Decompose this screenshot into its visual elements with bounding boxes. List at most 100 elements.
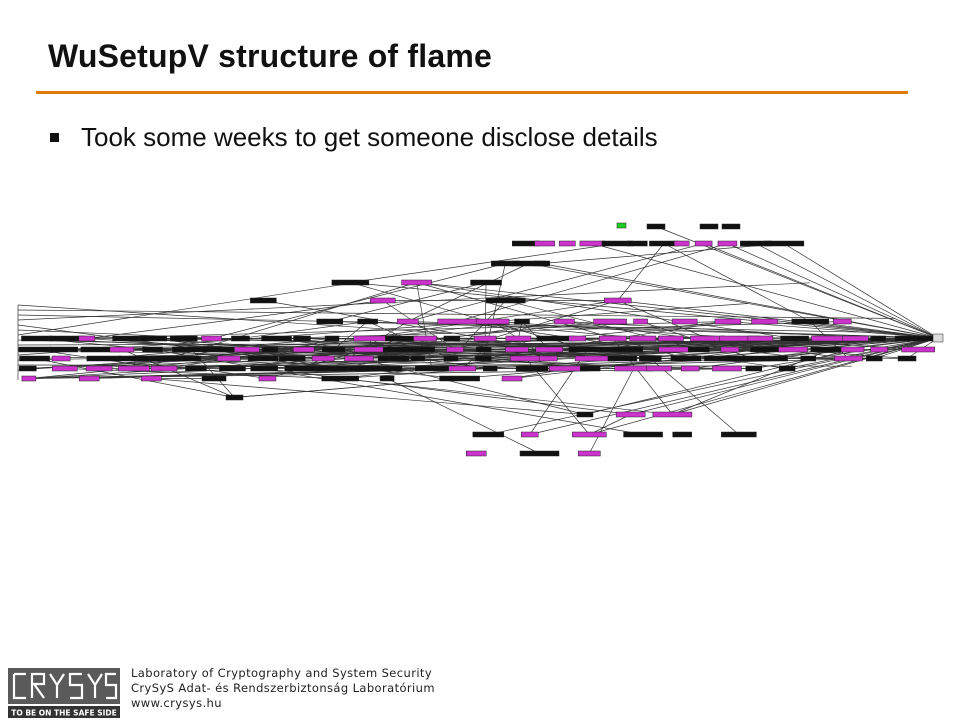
graph-node [117,355,154,362]
graph-node [535,346,563,353]
graph-node [316,318,344,325]
graph-edge [416,282,939,339]
graph-hub-node [932,333,944,343]
graph-node [139,335,168,342]
graph-node [258,375,277,382]
graph-edge [521,321,550,350]
graph-node [324,335,340,342]
graph-node [331,279,370,286]
graph-node [633,318,648,325]
graph-node [554,318,575,325]
graph-node [142,346,163,353]
graph-root-node [616,222,627,229]
graph-node [141,375,162,382]
graph-edge [672,337,939,415]
graph-node [763,240,805,247]
graph-edge [350,243,618,283]
call-graph-figure [17,222,944,457]
graph-node [501,375,523,382]
graph-edge [617,300,939,339]
graph-node [85,365,113,372]
graph-node [150,365,178,372]
graph-node [652,411,693,418]
graph-edge [301,337,939,369]
graph-node [870,335,886,342]
graph-node [673,240,690,247]
graph-node [380,365,403,372]
graph-node [284,365,320,372]
graph-node [751,318,778,325]
graph-edge [195,368,268,379]
graph-edge [240,321,368,339]
graph-node [470,279,502,286]
graph-edge [810,321,939,339]
graph-node [670,355,702,362]
graph-edge [391,337,939,369]
graph-node [19,355,50,362]
graph-edge [541,243,784,264]
graph-edge [457,243,728,322]
graph-node [315,365,349,372]
graph-node [21,335,53,342]
graph-edge [211,263,506,339]
graph-node [170,335,198,342]
graph-node [578,450,601,457]
graph-node [894,335,936,342]
graph-node [680,365,700,372]
graph-node [200,346,238,353]
graph-edge [153,338,418,359]
graph-edge [386,378,540,454]
graph-node [217,355,241,362]
graph-node [321,375,359,382]
graph-node [413,335,437,342]
graph-edge [416,282,795,339]
graph-node [18,346,51,353]
graph-edge [783,243,939,339]
graph-node [629,335,657,342]
slide-title: WuSetupV structure of flame [48,38,492,74]
graph-node [439,375,480,382]
crysys-logo: TO BE ON THE SAFE SIDE [8,668,120,718]
graph-node [572,431,607,438]
graph-edge [589,414,631,435]
graph-edge [589,368,635,454]
graph-node [510,355,542,362]
graph-node [231,335,250,342]
graph-edge [329,321,939,339]
graph-edge [416,282,687,359]
graph-node [219,365,246,372]
graph-node [348,365,383,372]
graph-edge [17,309,895,319]
graph-node [397,318,419,325]
graph-node [579,365,601,372]
graph-node [443,335,461,342]
graph-node [292,346,315,353]
graph-node [780,335,809,342]
graph-node [201,375,227,382]
graph-edge [488,337,939,435]
graph-node [505,346,529,353]
graph-node [737,355,770,362]
graph-node [415,365,449,372]
graph-node [712,365,742,372]
graph-node [514,318,530,325]
graph-edge [152,349,644,435]
graph-node [690,335,725,342]
graph-node [538,355,558,362]
graph-node [791,318,830,325]
graph-edge [564,321,879,339]
graph-node [778,346,808,353]
graph-node [866,355,883,362]
graph-node [437,318,477,325]
graph-edge [151,378,586,415]
graph-node [234,346,260,353]
graph-node [410,355,426,362]
footer-line-lab-hu: CrySyS Adat- és Rendszerbiztonság Labora… [131,681,435,695]
graph-node [870,346,889,353]
graph-edge [690,337,939,369]
graph-edge [407,243,704,322]
graph-node [21,375,37,382]
footer: TO BE ON THE SAFE SIDE Laboratory of Cry… [0,660,960,720]
graph-edge [17,303,749,356]
logo-tagline: TO BE ON THE SAFE SIDE [11,709,117,718]
